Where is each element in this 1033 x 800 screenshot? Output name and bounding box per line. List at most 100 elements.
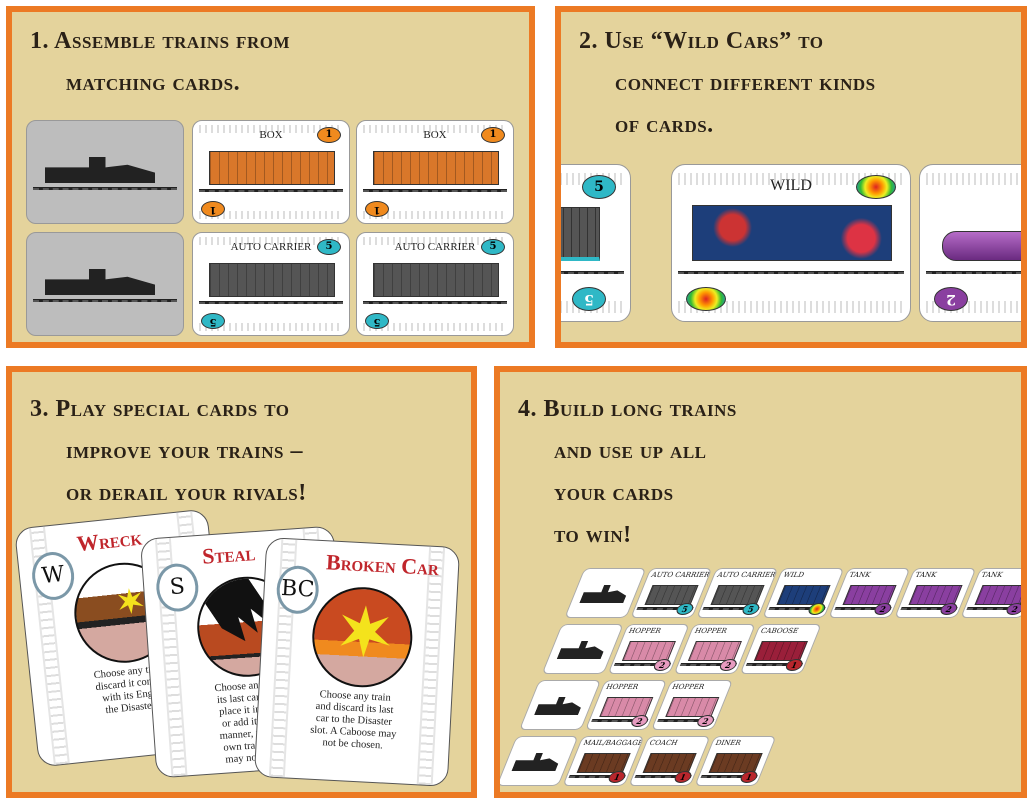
track: [199, 301, 343, 304]
car-card: TAN22: [919, 164, 1021, 322]
train-car: [776, 585, 831, 605]
train-car: [665, 697, 720, 717]
wild-badge-icon: [686, 287, 726, 311]
track-ties: [363, 125, 507, 133]
panel-title: 3. Play special cards to improve your tr…: [30, 388, 307, 514]
train-car: [599, 697, 654, 717]
train-car: [642, 753, 697, 773]
value-badge: 5: [582, 175, 616, 199]
value-badge: 5: [481, 239, 505, 255]
car-label: AUTO CARRIER: [715, 571, 777, 579]
explosion-icon: [116, 587, 145, 616]
locomotive-icon: [579, 585, 630, 603]
title-line: 1. Assemble trains from: [30, 28, 290, 54]
car-label: AUTO CARRIER: [394, 241, 476, 253]
engine-card: [26, 120, 184, 224]
car-label: TANK: [913, 571, 938, 579]
track-ties: [678, 173, 904, 185]
train-car: [708, 753, 763, 773]
title-line: to win!: [554, 522, 632, 548]
car-card: BOX 1 1: [192, 120, 350, 224]
track-ties: [678, 301, 904, 313]
track-ties: [199, 323, 343, 331]
track: [199, 189, 343, 192]
car-label: AUTO CARRIER: [230, 241, 312, 253]
track: [33, 299, 177, 302]
value-badge: 5: [572, 287, 606, 311]
train-car: [842, 585, 897, 605]
title-line: 3. Play special cards to: [30, 396, 290, 422]
title-line: connect different kinds: [615, 70, 876, 96]
panel-title: 2. Use “Wild Cars” to connect different …: [579, 20, 876, 146]
card-title: Steal: [201, 540, 257, 569]
title-line: 2. Use “Wild Cars” to: [579, 28, 824, 54]
value-badge: 5: [365, 313, 389, 329]
car-label: CABOOSE: [759, 627, 800, 635]
car-card: R55: [561, 164, 631, 322]
explosion-icon: [337, 604, 392, 659]
value-badge: 1: [201, 201, 225, 217]
locomotive-icon: [557, 641, 608, 659]
track-ties: [363, 211, 507, 219]
track: [363, 189, 507, 192]
car-label: TANK: [847, 571, 872, 579]
card-title: Broken Car: [325, 549, 440, 581]
value-badge: 1: [365, 201, 389, 217]
panel-special-cards: 3. Play special cards to improve your tr…: [6, 366, 477, 798]
car-label: WILD: [781, 571, 806, 579]
panel-title: 4. Build long trains and use up all your…: [518, 388, 737, 556]
train-car: [710, 585, 765, 605]
card-letter-icon: BC: [275, 564, 320, 615]
locomotive-icon: [511, 753, 562, 771]
car-card: WILD: [671, 164, 911, 322]
car-label: WILD: [770, 177, 812, 194]
track: [678, 271, 904, 274]
train-car: [753, 641, 808, 661]
card-illustration: [309, 584, 415, 690]
panel-wild-cars: 2. Use “Wild Cars” to connect different …: [555, 6, 1027, 348]
track: [926, 271, 1021, 274]
wild-car: [692, 205, 892, 261]
wild-badge-icon: [856, 175, 896, 199]
train-car: [644, 585, 699, 605]
car-label: TANK: [979, 571, 1004, 579]
train-car: [908, 585, 963, 605]
car-label: BOX: [423, 129, 447, 141]
car-label: COACH: [648, 739, 679, 747]
locomotive-icon: [45, 269, 155, 295]
value-badge: 1: [481, 127, 505, 143]
train-car: [561, 207, 600, 261]
title-line: matching cards.: [66, 70, 241, 96]
car-label: DINER: [714, 739, 743, 747]
track-ties: [363, 323, 507, 331]
title-line: and use up all: [554, 438, 707, 464]
train-car: [209, 151, 335, 185]
value-badge: 1: [317, 127, 341, 143]
track-ties: [199, 237, 343, 245]
track-ties: [926, 173, 1021, 185]
train-car: [209, 263, 335, 297]
title-line: of cards.: [615, 112, 714, 138]
train-car: [942, 231, 1021, 261]
panel-assemble-trains: 1. Assemble trains from matching cards. …: [6, 6, 535, 348]
value-badge: 5: [317, 239, 341, 255]
locomotive-icon: [45, 157, 155, 183]
train-car: [373, 263, 499, 297]
car-card: AUTO CARRIER 5 5: [356, 232, 514, 336]
car-label: HOPPER: [670, 683, 706, 691]
car-label: BOX: [259, 129, 283, 141]
title-line: improve your trains –: [66, 438, 303, 464]
train-car: [974, 585, 1021, 605]
train-car: [621, 641, 676, 661]
title-line: 4. Build long trains: [518, 396, 737, 422]
car-label: HOPPER: [693, 627, 729, 635]
title-line: or derail your rivals!: [66, 480, 307, 506]
car-label: TAN: [920, 177, 1021, 195]
value-badge: 2: [934, 287, 968, 311]
car-label: HOPPER: [604, 683, 640, 691]
panel-build-long-trains: 4. Build long trains and use up all your…: [494, 366, 1027, 798]
